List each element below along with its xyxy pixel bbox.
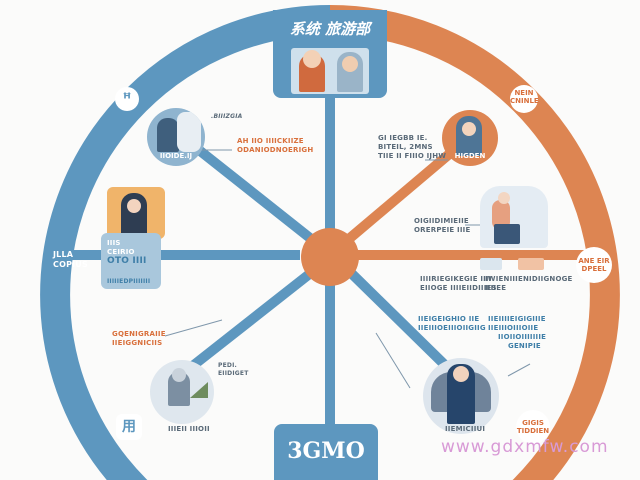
node-left-label: IIIS CEIRIO OTO IIII [107, 239, 147, 266]
node-upper-right-label: GI IEGBB IE. BITEIL, 2MNS TIIE II FIIIO … [378, 134, 446, 161]
node-lower-right [423, 358, 499, 434]
node-right-upper-image [480, 186, 548, 248]
badge-bottom-left-icon: 用 [116, 414, 142, 440]
diagram-title: 系统 旅游部 [289, 20, 371, 38]
node-lower-right-label2-line3: IIOIIOIIIIIIIE [498, 333, 547, 341]
badge-top-right: NEIN CNINLE [510, 85, 539, 113]
node-lower-right-label-line2: IIEIIIOEIIIOIIGIIG [418, 324, 486, 332]
outer-ring-blue [40, 5, 331, 480]
watermark: www.gdxmfw.com [441, 437, 609, 457]
node-right-upper-label-line2: ORERPEIE IIIE [414, 226, 471, 234]
node-lower-left-side-note-line1: PEDI. [218, 362, 237, 369]
spoke-lower-left [186, 268, 316, 372]
node-lower-right-label-line1: IIEIGEIGHIO IIE [418, 315, 480, 323]
node-upper-right-label-line2: BITEIL, 2MNS [378, 143, 433, 151]
spoke-lower-right [346, 268, 454, 374]
node-lower-left-label-line2: IIEIGGNICIIS [112, 339, 163, 347]
bottom-label: 3GMO [287, 438, 365, 464]
node-left-card: IIIS CEIRIO OTO IIII IIIIIEDPIIIIIII [101, 233, 161, 289]
node-right-upper-tab-left [480, 258, 502, 270]
node-upper-left: IIOIDE.IJ [147, 108, 205, 166]
badge-top-right-line2: CNINLE [510, 97, 539, 105]
badge-top-right-line1: NEIN [514, 89, 534, 97]
node-upper-right-label-line3: TIIE II FIIIO IJHW [378, 152, 447, 160]
node-lower-right-label2: IIEIIIIEIGIGIIIE IIEIIIOIIIOIIE IIOIIOII… [488, 315, 546, 351]
node-lower-right-caption: IIEMICIIUI [445, 425, 486, 433]
ring-left-note: JLLA COPIUS [53, 250, 88, 270]
ring-left-note-line2: COPIUS [53, 260, 88, 269]
node-left-caption: IIIIIEDPIIIIIII [107, 278, 151, 285]
node-right-middle-label2: IWIENIIIENIDIIGNOGE IIIIEE [485, 275, 573, 293]
node-right-middle-label2-line1: IWIENIIIENIDIIGNOGE [485, 275, 573, 283]
hub-circle [301, 228, 359, 286]
node-lower-left-label: GQENIGRAIIE IIEIGGNICIIS [112, 330, 166, 348]
badge-right-line2: DPEEL [581, 265, 607, 273]
badge-bottom-right-line2: TIDDIEN [516, 427, 550, 435]
node-lower-left-side-note: PEDI. EIIDIGET [218, 362, 249, 378]
node-right-upper-label-line1: OIGIIDIMIEIIE [414, 217, 469, 225]
bottom-box: 3GMO [274, 424, 378, 480]
node-upper-left-side-note: .BIIIZGIA [211, 113, 243, 120]
title-box: 系统 旅游部 [273, 10, 387, 98]
node-upper-right-label-line1: GI IEGBB IE. [378, 134, 428, 142]
node-right-middle-label-line2: EIIOGE IIIIEIIDIIIES [420, 284, 497, 292]
node-lower-right-label2-line2: IIEIIIOIIIOIIE [488, 324, 539, 332]
ring-left-note-line1: JLLA [53, 250, 74, 259]
node-lower-right-label: IIEIGEIGHIO IIE IIEIIIOEIIIOIIGIIG [418, 315, 486, 333]
title-illustration [291, 48, 369, 94]
badge-bottom-right: GIGIS TIDDIEN [516, 410, 550, 444]
badge-right-line1: ANE EIR [578, 257, 610, 265]
node-lower-left-label-line1: GQENIGRAIIE [112, 330, 166, 338]
node-upper-right: HIGDEN [442, 110, 498, 166]
node-right-middle-label: IIIIRIEGIKEGIE IIII EIIOGE IIIIEIIDIIIES [420, 275, 497, 293]
node-right-middle-label-line1: IIIIRIEGIKEGIE IIII [420, 275, 492, 283]
node-right-upper-tab-right [518, 258, 544, 270]
node-upper-left-label-line1: AH IIO IIIICKIIZE [237, 137, 304, 145]
node-lower-left-side-note-line2: EIIDIGET [218, 370, 249, 377]
outer-ring-orange [329, 5, 620, 480]
node-lower-right-label2-line1: IIEIIIIEIGIGIIIE [488, 315, 546, 323]
node-left-label-line2: CEIRIO [107, 248, 135, 256]
badge-bottom-right-line1: GIGIS [522, 419, 544, 427]
node-upper-left-caption: IIOIDE.IJ [159, 152, 193, 160]
node-left-label-line3: OTO IIII [107, 256, 147, 266]
node-left-card-image [107, 187, 165, 239]
node-left-label-line1: IIIS [107, 239, 121, 247]
badge-top-left-icon: ꟸ [115, 87, 139, 111]
node-lower-right-label2-line4: GENIPIE [508, 342, 541, 350]
node-lower-left-caption: IIIEII IIIOII [168, 425, 210, 433]
badge-right: ANE EIR DPEEL [576, 247, 612, 283]
node-right-upper-label: OIGIIDIMIEIIE ORERPEIE IIIE [414, 217, 470, 235]
node-upper-left-label-line2: ODANIODNOERIGH [237, 146, 314, 154]
node-upper-left-label: AH IIO IIIICKIIZE ODANIODNOERIGH [237, 137, 313, 155]
spoke-upper-left [176, 131, 314, 242]
node-lower-left [150, 360, 214, 424]
node-right-middle-label2-line2: IIIIEE [485, 284, 507, 292]
node-upper-right-caption: HIGDEN [454, 152, 486, 160]
